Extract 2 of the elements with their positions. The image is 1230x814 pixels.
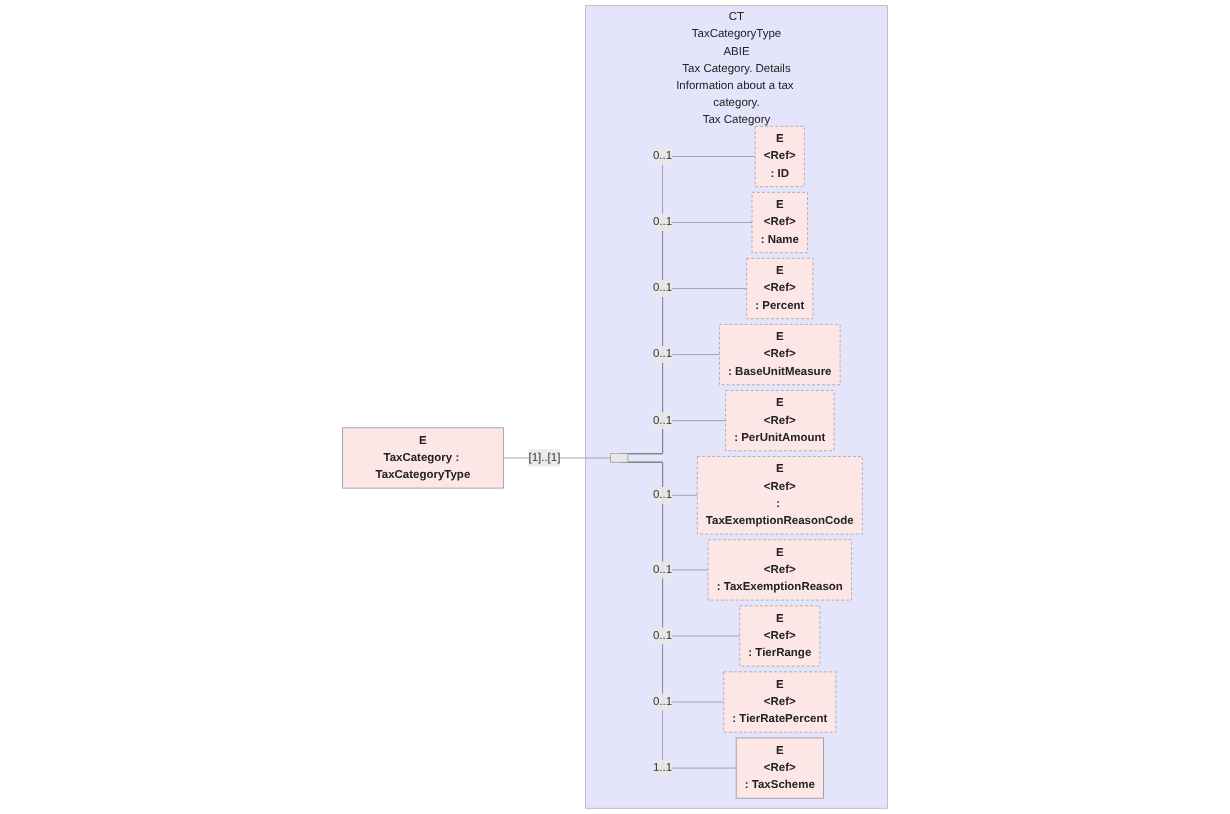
node-bar bbox=[610, 453, 629, 463]
connector bbox=[623, 420, 726, 455]
